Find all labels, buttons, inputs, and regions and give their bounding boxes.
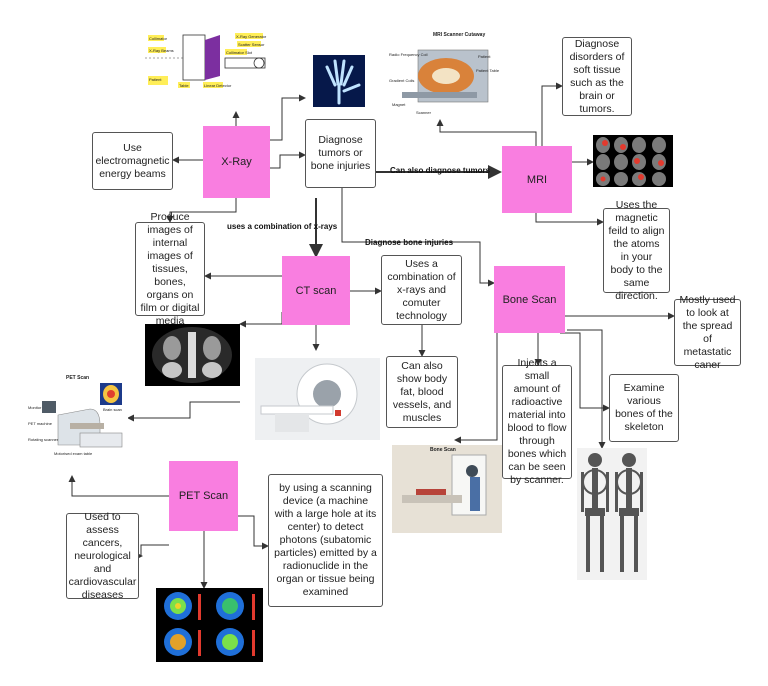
brain-mri-slices-image <box>593 135 673 187</box>
note-metastatic[interactable]: Mostly used to look at the spread of met… <box>674 294 741 371</box>
bone-title: Bone Scan <box>430 447 456 453</box>
mri-title: MRI Scanner Cutaway <box>433 32 486 38</box>
xray-label-0: Collimator <box>149 36 168 41</box>
pet-part-1: Brain scan <box>103 407 122 412</box>
edge-bone-examine <box>560 332 610 412</box>
note-produce-images[interactable]: Produce images of internal images of tis… <box>135 211 205 327</box>
mri-part-3: Patient <box>478 54 491 59</box>
note-ct-combination[interactable]: Uses a combination of x-rays and comuter… <box>381 255 462 325</box>
xray-label-4: Collimator Slot <box>226 50 253 55</box>
skeleton-scan-image <box>577 448 647 580</box>
note-examine-bones[interactable]: Examine various bones of the skeleton <box>609 374 679 442</box>
xray-hand-image <box>313 55 365 107</box>
xray-label-5: Patient <box>149 77 162 82</box>
edge-bone-room <box>454 333 498 444</box>
xray-label-3: Scatter Sensor <box>238 42 265 47</box>
pet-scanner-diagram: PET Scan Monitor Brain scan PET machine … <box>28 375 128 465</box>
edge-pet-photons <box>238 515 269 550</box>
edge-pet-assess <box>136 544 169 560</box>
node-mri[interactable]: MRI <box>502 146 572 213</box>
edge-diagnose-bone <box>341 188 495 287</box>
edge-ct-ctimg <box>239 312 283 328</box>
label-bone-injuries: Diagnose bone injuries <box>365 238 454 247</box>
pet-title: PET Scan <box>66 375 90 381</box>
bone-scan-room-image: Bone Scan <box>392 445 502 533</box>
note-assess[interactable]: Used to assess cancers, neurological and… <box>66 511 139 601</box>
note-em-energy[interactable]: Use electromagnetic energy beams <box>92 132 173 190</box>
pet-part-4: Motorised exam table <box>54 451 93 456</box>
note-magnetic-field[interactable]: Uses the magnetic feild to align the ato… <box>603 199 670 302</box>
node-pet-scan[interactable]: PET Scan <box>169 461 238 531</box>
edge-mri-field <box>535 213 604 226</box>
node-bone-scan[interactable]: Bone Scan <box>494 266 565 333</box>
ct-abdomen-image <box>145 324 240 386</box>
mri-cutaway-image: MRI Scanner Cutaway Radio Frequency Coil… <box>388 30 503 118</box>
xray-machine-diagram: Collimator X-Ray Beams X-Ray Generator S… <box>145 30 270 90</box>
edge-bone-skeleton <box>567 329 606 449</box>
pet-part-2: PET machine <box>28 421 52 426</box>
edge-xray-diagnose <box>270 151 306 169</box>
xray-label-2: X-Ray Generator <box>236 34 267 39</box>
pet-brain-scans-image <box>156 588 263 662</box>
edge-pet-up <box>68 475 170 497</box>
node-xray[interactable]: X-Ray <box>203 126 270 198</box>
edge-ctscanner-pet <box>127 401 240 422</box>
ct-scanner-image <box>255 358 380 440</box>
mri-part-5: Scanner <box>416 110 431 115</box>
edge-mri-up <box>436 119 537 146</box>
mri-part-1: Gradient Coils <box>389 78 415 83</box>
note-photons[interactable]: by using a scanning device (a machine wi… <box>268 474 383 607</box>
edge-xray-produce <box>166 198 237 223</box>
edge-xray-hand <box>270 94 306 141</box>
xray-label-6: Table <box>179 83 189 88</box>
label-xrays-combination: uses a combination of x-rays <box>227 222 338 231</box>
note-diagnose-tumors-bone[interactable]: Diagnose tumors or bone injuries <box>305 119 376 188</box>
mri-part-2: Magnet <box>392 102 406 107</box>
node-ct[interactable]: CT scan <box>282 256 350 325</box>
pet-part-0: Monitor <box>28 405 42 410</box>
note-diagnose-soft-tissue[interactable]: Diagnose disorders of soft tissue such a… <box>562 37 632 116</box>
label-also-tumors: Can also diagnose tumors <box>390 166 491 175</box>
pet-part-3: Rotating scanner <box>28 437 59 442</box>
mri-part-4: Patient Table <box>476 68 500 73</box>
mri-part-0: Radio Frequency Coil <box>389 52 428 57</box>
xray-label-7: Linear Detector <box>204 83 232 88</box>
note-body-fat[interactable]: Can also show body fat, blood vessels, a… <box>386 356 458 428</box>
note-injects[interactable]: Injects a small amount of radioactive ma… <box>502 357 572 486</box>
xray-label-1: X-Ray Beams <box>149 48 174 53</box>
edge-mri-soft <box>541 82 563 146</box>
